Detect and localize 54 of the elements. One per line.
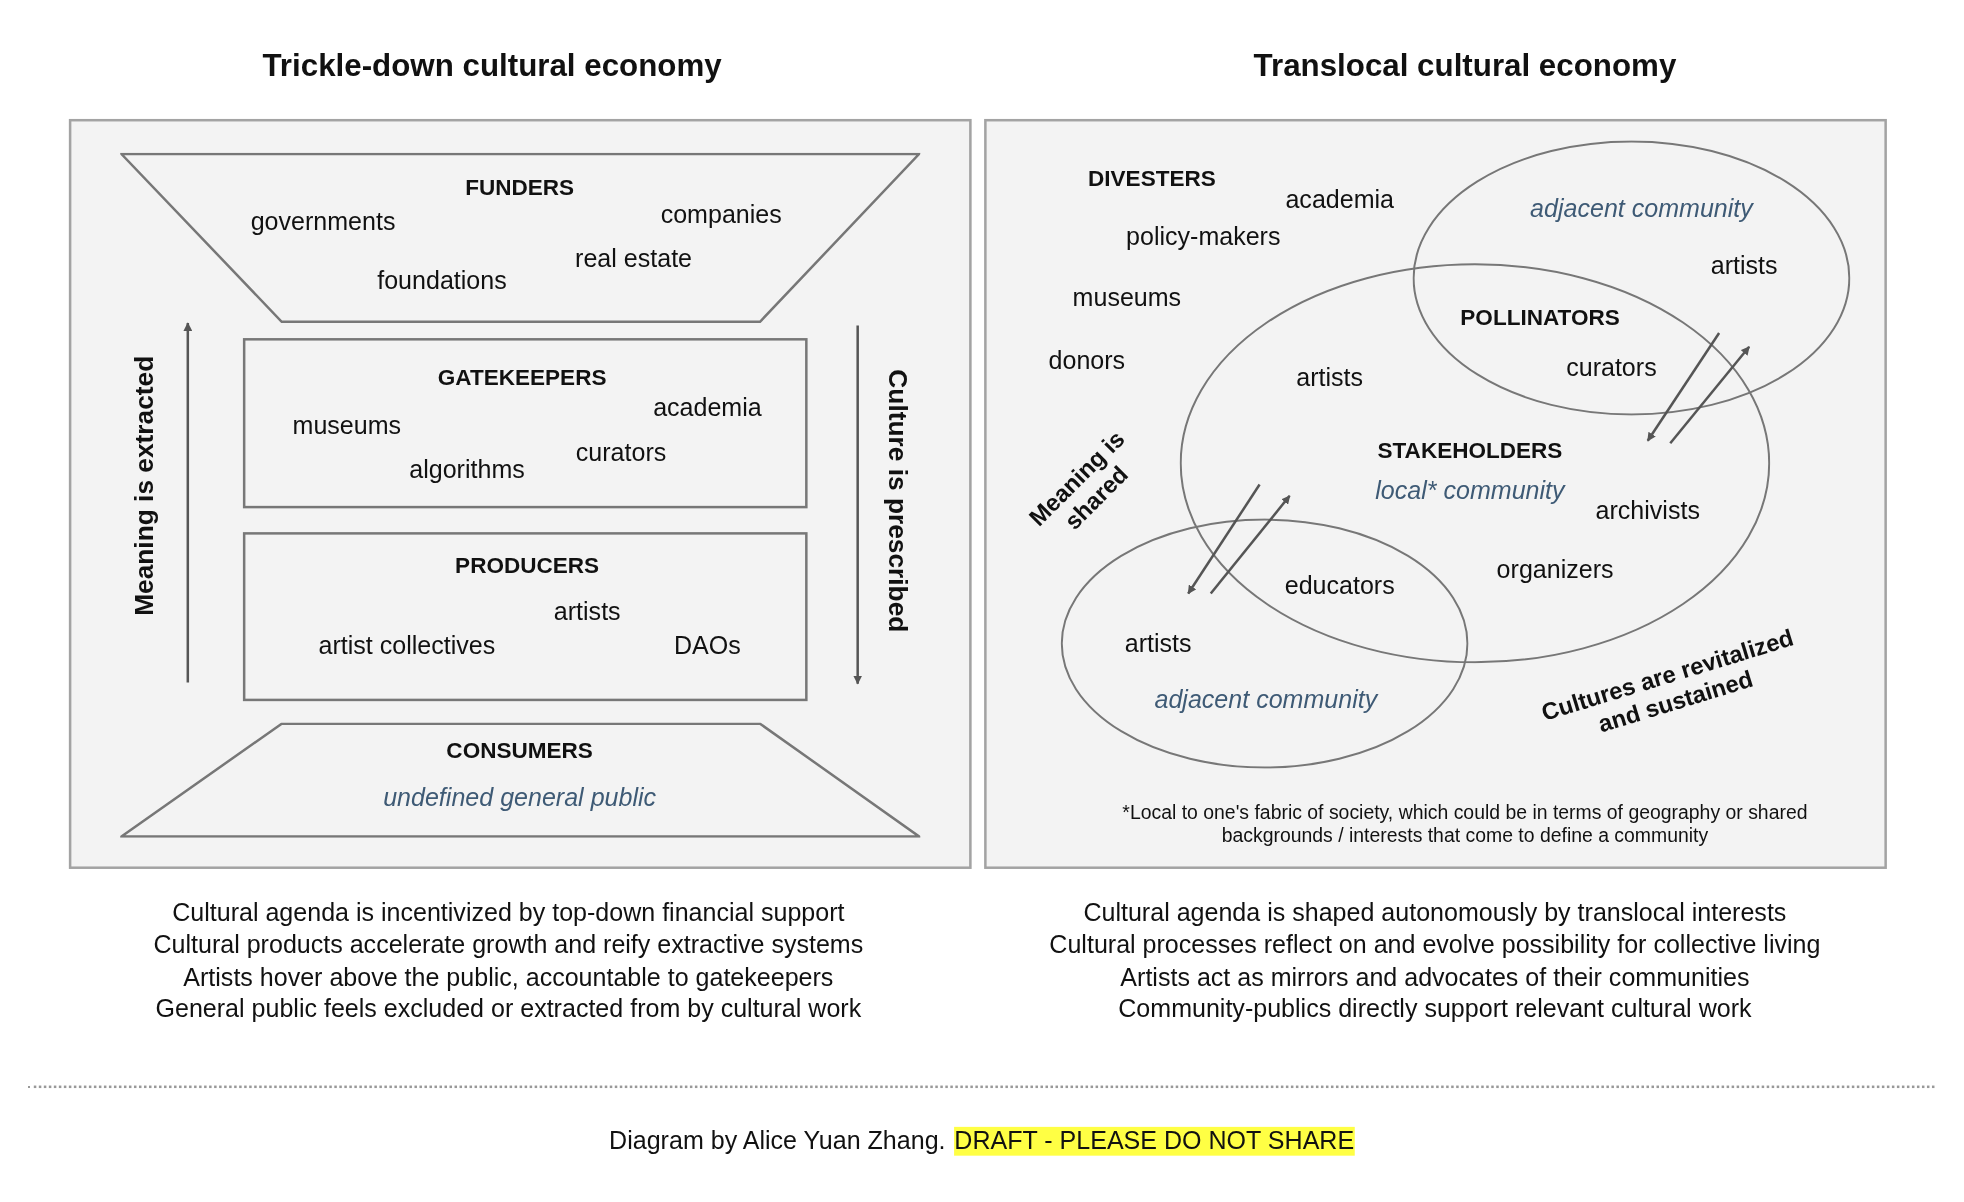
member-label: curators bbox=[575, 438, 667, 468]
summary-text: Community-publics directly support relevant cultural work bbox=[1118, 994, 1752, 1024]
member-label: governments bbox=[250, 207, 396, 236]
arrow bbox=[1187, 483, 1261, 595]
group-heading: POLLINATORS bbox=[1460, 305, 1620, 331]
group-heading: GATEKEEPERS bbox=[437, 365, 607, 392]
member-label: educators bbox=[1284, 571, 1395, 601]
arrow bbox=[1209, 495, 1291, 595]
flow-label: Meaning is extracted bbox=[128, 355, 159, 616]
panel-heading: Translocal cultural economy bbox=[1253, 47, 1677, 84]
member-label: policy-makers bbox=[1126, 222, 1281, 252]
member-label: museums bbox=[292, 411, 402, 441]
footnote: *Local to one's fabric of society, which could be in terms of geography or shared backgrounds / interests that come to define a community bbox=[1121, 801, 1809, 847]
member-label: academia bbox=[1285, 185, 1394, 215]
member-label: real estate bbox=[575, 244, 692, 274]
member-label: archivists bbox=[1595, 496, 1700, 526]
summary-text: Artists hover above the public, accountable to gatekeepers bbox=[183, 963, 834, 993]
member-label: DAOs bbox=[674, 631, 741, 661]
arrow bbox=[1669, 346, 1751, 445]
member-label: museums bbox=[1072, 283, 1182, 313]
tier-box bbox=[242, 532, 808, 702]
member-label: donors bbox=[1048, 346, 1126, 375]
member-label: artists bbox=[1296, 363, 1364, 393]
community-label: undefined general public bbox=[383, 783, 657, 812]
group-heading: PRODUCERS bbox=[455, 553, 600, 579]
member-label: academia bbox=[653, 393, 762, 423]
member-label: algorithms bbox=[409, 455, 525, 484]
arrow bbox=[1646, 332, 1721, 442]
summary-text: Cultural agenda is shaped autonomously by translocal interests bbox=[1083, 898, 1787, 928]
summary-text: General public feels excluded or extracted from by cultural work bbox=[155, 994, 862, 1024]
tier-box bbox=[242, 338, 808, 509]
group-heading: DIVESTERS bbox=[1088, 166, 1216, 192]
member-label: companies bbox=[660, 200, 782, 230]
community-label: local* community bbox=[1375, 476, 1565, 506]
community-label: adjacent community bbox=[1154, 685, 1378, 715]
flow-label: Culture is prescribed bbox=[883, 369, 913, 633]
group-heading: CONSUMERS bbox=[446, 738, 593, 765]
member-label: artist collectives bbox=[318, 631, 496, 661]
member-label: organizers bbox=[1496, 555, 1614, 585]
community-label: adjacent community bbox=[1530, 194, 1753, 224]
summary-text: Cultural agenda is incentivized by top-down financial support bbox=[172, 898, 845, 928]
member-label: artists bbox=[553, 597, 621, 627]
member-label: artists bbox=[1124, 629, 1192, 658]
summary-text: Cultural processes reflect on and evolve possibility for collective living bbox=[1049, 930, 1821, 960]
group-heading: FUNDERS bbox=[465, 174, 575, 201]
draft-notice: DRAFT - PLEASE DO NOT SHARE bbox=[954, 1126, 1355, 1156]
panel-heading: Trickle-down cultural economy bbox=[262, 47, 722, 84]
summary-text: Artists act as mirrors and advocates of their communities bbox=[1120, 963, 1750, 993]
summary-text: Cultural products accelerate growth and reify extractive systems bbox=[153, 930, 864, 960]
member-label: curators bbox=[1566, 353, 1657, 383]
caption: Diagram by Alice Yuan Zhang. bbox=[609, 1126, 946, 1156]
member-label: foundations bbox=[377, 266, 507, 295]
group-heading: STAKEHOLDERS bbox=[1377, 437, 1563, 464]
member-label: artists bbox=[1710, 251, 1778, 280]
